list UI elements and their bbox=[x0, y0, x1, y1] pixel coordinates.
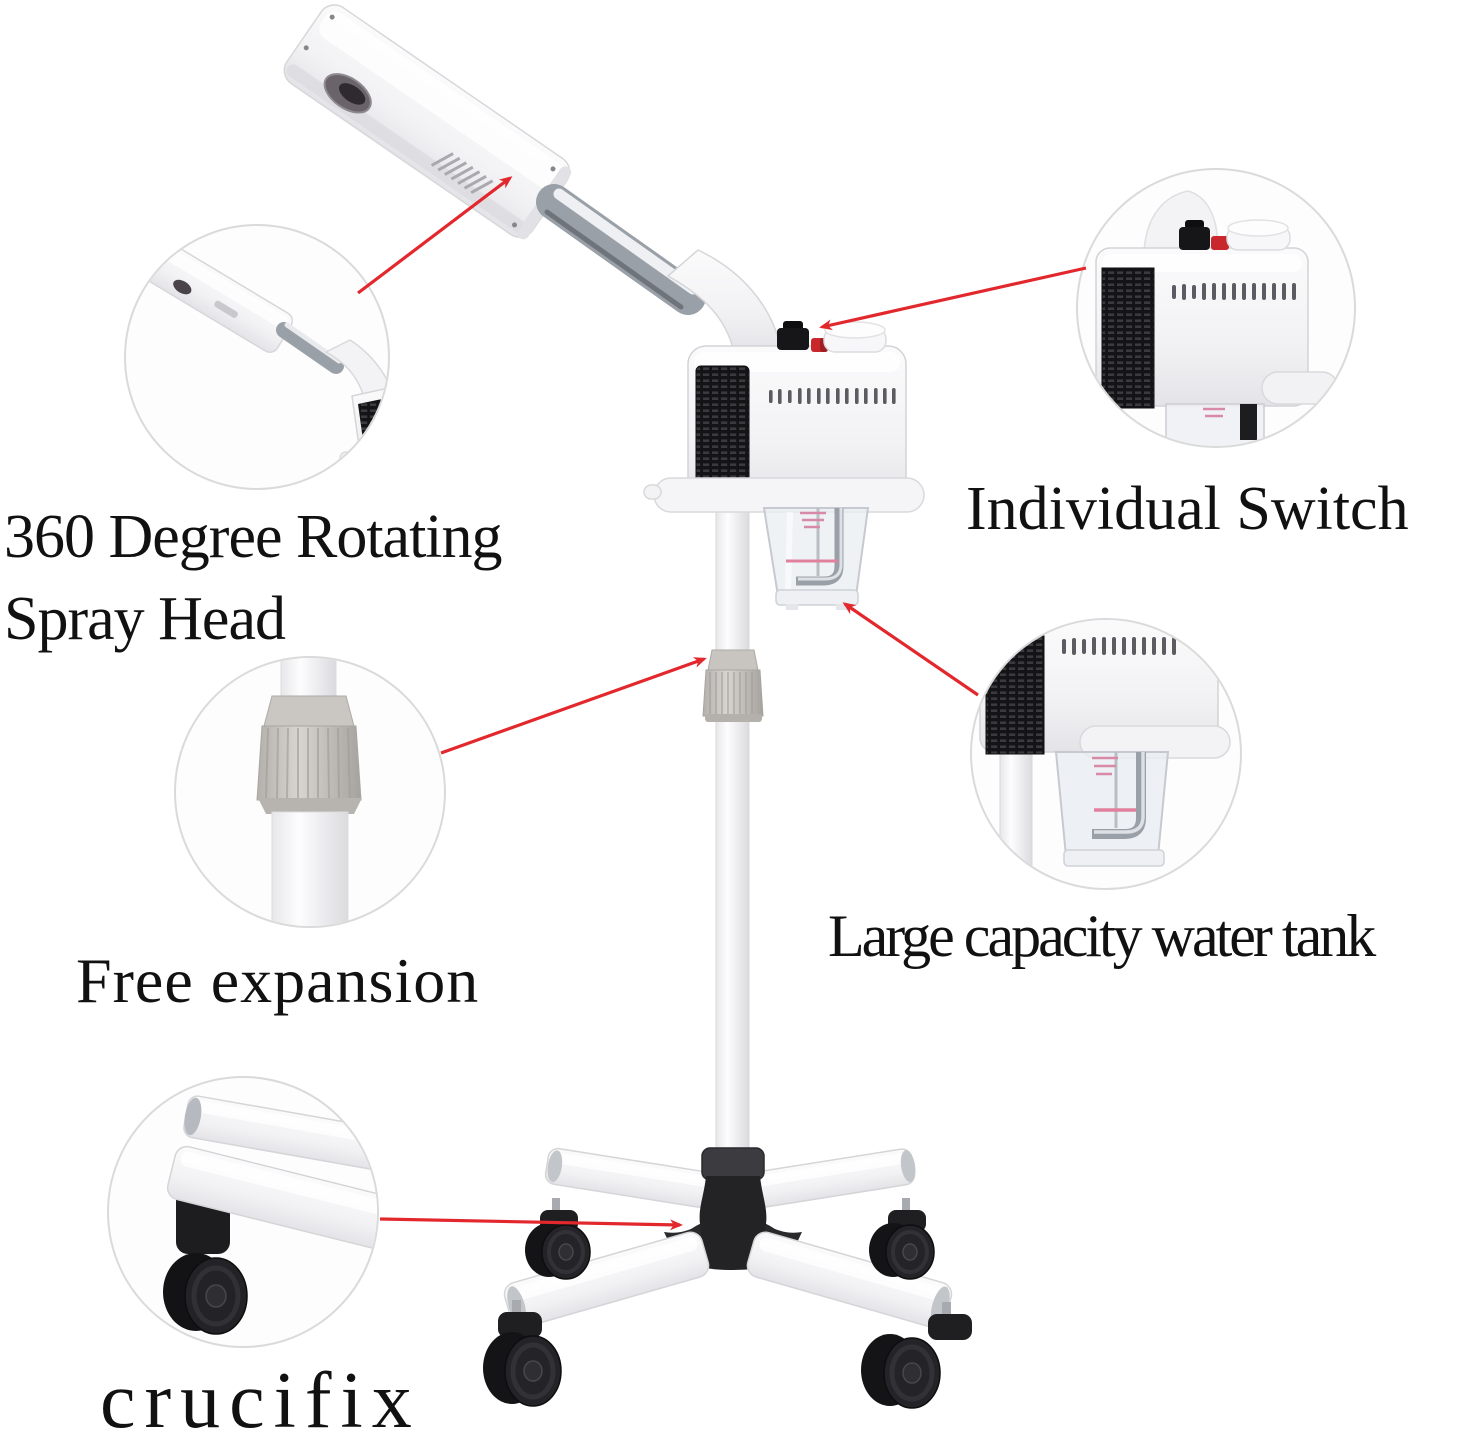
telescopic-tube bbox=[536, 184, 706, 315]
pole-lock-collar bbox=[702, 649, 764, 722]
inset-switch-circle bbox=[1076, 168, 1356, 448]
water-tank bbox=[762, 507, 870, 610]
caster-wheel-rear-left bbox=[525, 1198, 591, 1280]
stand-pole bbox=[715, 497, 750, 1167]
arrow-crucifix bbox=[379, 1217, 683, 1231]
base-leg-rear-right bbox=[750, 1148, 916, 1208]
power-knob bbox=[777, 321, 809, 350]
inset-water-tank-circle bbox=[970, 618, 1242, 890]
vent-slots bbox=[769, 388, 896, 404]
arrow-pole-lock bbox=[440, 657, 707, 755]
caster-wheel-rear-right bbox=[869, 1198, 935, 1280]
inset-caster-circle bbox=[107, 1076, 379, 1348]
caster-wheel-front-left bbox=[483, 1300, 562, 1407]
inset-pole-lock-circle bbox=[174, 656, 446, 928]
arrow-individual-switch bbox=[819, 266, 1087, 331]
water-level-marks bbox=[800, 511, 826, 529]
caster-wheel-front-right bbox=[861, 1302, 972, 1409]
base-leg-front-right bbox=[746, 1231, 953, 1329]
base-leg-rear-left bbox=[544, 1147, 713, 1208]
arrow-spray-head bbox=[357, 176, 513, 295]
top-cap bbox=[823, 321, 887, 353]
inset-spray-head-circle bbox=[124, 224, 390, 490]
spray-head-arm bbox=[283, 4, 572, 240]
tank-holder-ring bbox=[643, 477, 925, 513]
arrow-water-tank bbox=[842, 602, 979, 697]
main-unit-body bbox=[643, 321, 925, 513]
callout-arrows bbox=[357, 176, 1087, 1231]
spray-head-vents bbox=[430, 152, 494, 194]
